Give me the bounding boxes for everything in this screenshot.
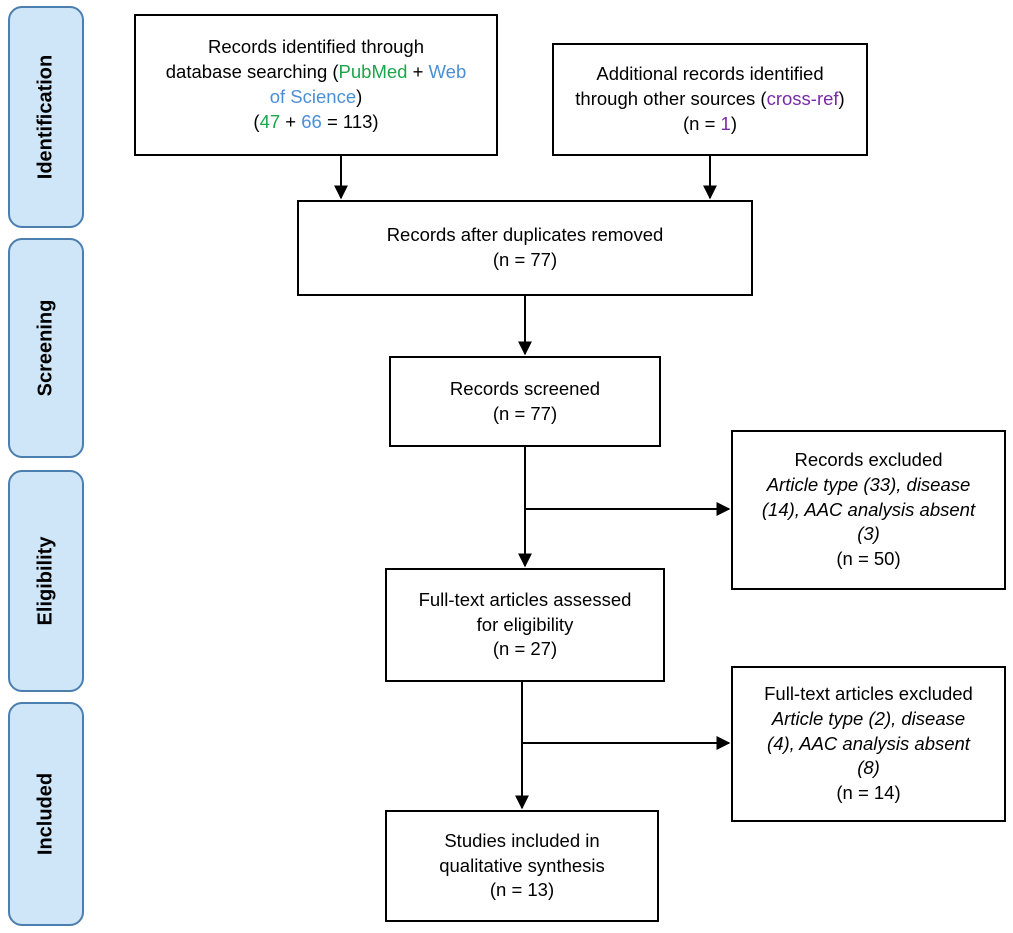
cross-ref-label: cross-ref xyxy=(766,88,839,110)
database-line3-close: ) xyxy=(356,86,363,107)
database-line2-text: database searching ( xyxy=(165,61,339,83)
other-line3-open: (n = xyxy=(682,112,721,134)
fulltext-excluded-reason1: Article type (2), disease xyxy=(771,707,966,729)
box-other-sources: Additional records identified through ot… xyxy=(552,43,868,156)
duplicates-line1: Records after duplicates removed xyxy=(386,224,664,246)
other-line3-close: ) xyxy=(730,112,737,134)
other-line2: through other sources (cross-ref) xyxy=(575,87,844,112)
records-excluded-count: (n = 50) xyxy=(836,548,901,570)
screened-line1: Records screened xyxy=(449,377,601,399)
screened-count: (n = 77) xyxy=(492,402,558,424)
other-line3: (n = 1) xyxy=(683,112,737,137)
stage-identification: Identification xyxy=(8,6,84,228)
cross-ref-count: 1 xyxy=(720,112,731,134)
database-line1: Records identified through xyxy=(208,36,424,58)
records-excluded-reason1: Article type (33), disease xyxy=(766,473,971,495)
other-line2-text: through other sources ( xyxy=(575,88,767,110)
database-line2-plus: + xyxy=(407,61,429,83)
wos-count: 66 xyxy=(301,110,322,132)
box-duplicates-removed: Records after duplicates removed (n = 77… xyxy=(297,200,753,296)
other-line1: Additional records identified xyxy=(596,63,824,85)
records-excluded-reason3: (3) xyxy=(857,523,880,545)
database-line4-total: = 113) xyxy=(321,110,379,132)
database-line4: (47 + 66 = 113) xyxy=(253,110,378,135)
pubmed-label: PubMed xyxy=(338,61,408,83)
fulltext-excluded-reason2: (4), AAC analysis absent xyxy=(767,732,970,754)
web-label: Web xyxy=(428,61,467,83)
of-science-label: of Science xyxy=(269,86,357,107)
stage-screening: Screening xyxy=(8,238,84,458)
included-line2: qualitative synthesis xyxy=(439,854,605,876)
box-studies-included: Studies included in qualitative synthesi… xyxy=(385,810,659,922)
assessed-line2: for eligibility xyxy=(476,613,574,635)
included-count: (n = 13) xyxy=(489,879,555,901)
database-line4-plus: + xyxy=(280,110,302,132)
fulltext-excluded-reason3: (8) xyxy=(857,757,880,779)
database-line3: of Science) xyxy=(270,85,363,110)
stage-included: Included xyxy=(8,702,84,926)
included-line1: Studies included in xyxy=(444,829,600,851)
box-records-screened: Records screened (n = 77) xyxy=(389,356,661,447)
database-line2: database searching (PubMed + Web xyxy=(166,60,467,85)
box-records-excluded: Records excluded Article type (33), dise… xyxy=(731,430,1006,590)
pubmed-count: 47 xyxy=(259,110,281,132)
records-excluded-reason2: (14), AAC analysis absent xyxy=(761,498,976,520)
assessed-count: (n = 27) xyxy=(492,638,558,660)
fulltext-excluded-count: (n = 14) xyxy=(836,782,901,804)
stage-eligibility: Eligibility xyxy=(8,470,84,692)
box-fulltext-excluded: Full-text articles excluded Article type… xyxy=(731,666,1006,822)
database-line4-open: ( xyxy=(253,110,260,132)
box-fulltext-assessed: Full-text articles assessed for eligibil… xyxy=(385,568,665,682)
other-line2-close: ) xyxy=(838,88,845,110)
fulltext-excluded-title: Full-text articles excluded xyxy=(764,682,973,704)
duplicates-count: (n = 77) xyxy=(492,249,558,270)
assessed-line1: Full-text articles assessed xyxy=(418,588,632,610)
records-excluded-title: Records excluded xyxy=(794,448,943,470)
box-database-search: Records identified through database sear… xyxy=(134,14,498,156)
